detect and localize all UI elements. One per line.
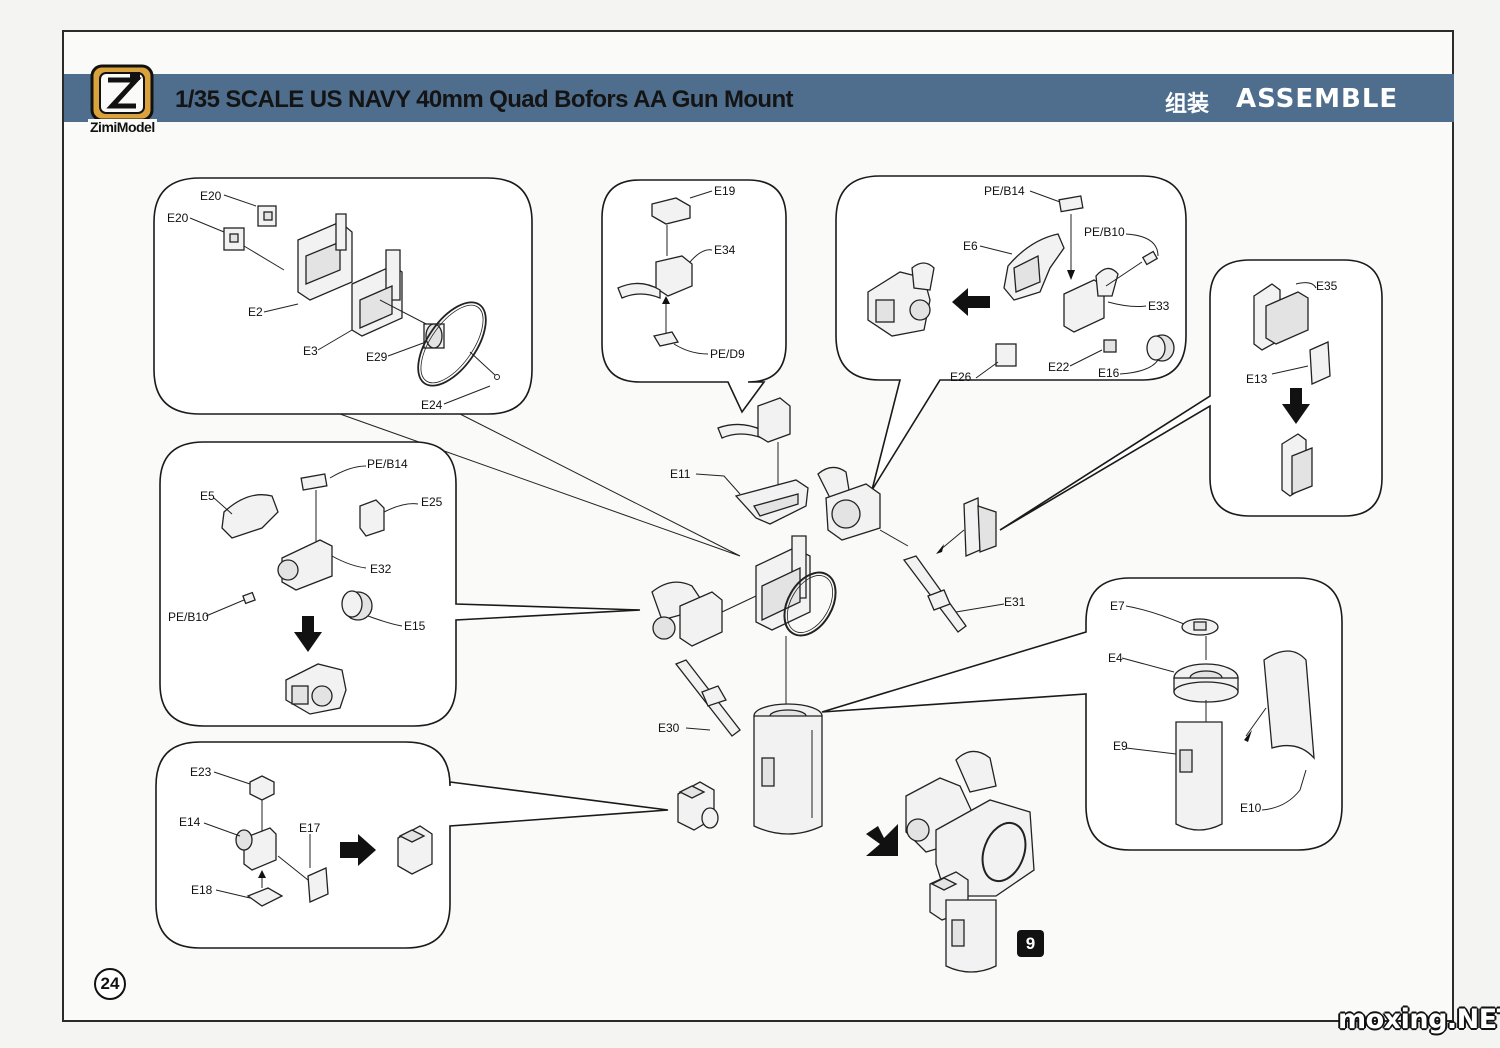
label-e34: E34	[714, 243, 736, 257]
watermark: moxing.NET	[1338, 1004, 1500, 1035]
label-e30: E30	[658, 721, 680, 735]
label-e5: E5	[200, 489, 215, 503]
label-e15: E15	[404, 619, 426, 633]
callout-bubble-bottom-left	[155, 741, 669, 949]
label-e10: E10	[1240, 801, 1262, 815]
page-number: 24	[94, 968, 126, 1000]
label-e32: E32	[370, 562, 392, 576]
label-pe-b14-top: PE/B14	[984, 184, 1025, 198]
callout-bubble-bottom-right	[821, 577, 1343, 851]
label-e4: E4	[1108, 651, 1123, 665]
label-e2: E2	[248, 305, 263, 319]
label-e7: E7	[1110, 599, 1125, 613]
label-e22: E22	[1048, 360, 1070, 374]
label-e14: E14	[179, 815, 201, 829]
label-e16: E16	[1098, 366, 1120, 380]
label-e20-b: E20	[167, 211, 189, 225]
label-e26: E26	[950, 370, 972, 384]
brand-name: ZimiModel	[88, 119, 157, 135]
label-e18: E18	[191, 883, 213, 897]
label-pe-b10-top: PE/B10	[1084, 225, 1125, 239]
section-title-zh: 组装	[1165, 92, 1210, 117]
callout-bubble-mid-left	[159, 441, 641, 727]
label-e24: E24	[421, 398, 443, 412]
label-e11: E11	[670, 467, 691, 481]
label-e9: E9	[1113, 739, 1128, 753]
label-e13: E13	[1246, 372, 1268, 386]
label-e3: E3	[303, 344, 318, 358]
label-e19: E19	[714, 184, 736, 198]
label-e23: E23	[190, 765, 212, 779]
label-e20-a: E20	[200, 189, 222, 203]
header-bar	[64, 74, 1454, 122]
label-e31: E31	[1004, 595, 1026, 609]
callout-bubble-top-center	[601, 179, 787, 414]
label-e25: E25	[421, 495, 443, 509]
label-e29: E29	[366, 350, 388, 364]
label-pe-b10-mid: PE/B10	[168, 610, 209, 624]
label-pe-d9: PE/D9	[710, 347, 745, 361]
label-e33: E33	[1148, 299, 1170, 313]
callout-bubble-top-right	[835, 175, 1187, 491]
label-e6: E6	[963, 239, 978, 253]
page-title: 1/35 SCALE US NAVY 40mm Quad Bofors AA G…	[175, 86, 794, 113]
label-e35: E35	[1316, 279, 1338, 293]
label-pe-b14-mid: PE/B14	[367, 457, 408, 471]
callout-bubble-top-left	[153, 177, 741, 557]
section-title-en: ASSEMBLE	[1236, 84, 1399, 114]
label-e17: E17	[299, 821, 321, 835]
callout-bubble-far-right	[999, 259, 1383, 531]
step-number-badge: 9	[1017, 930, 1044, 957]
main-exploded-assembly	[651, 397, 1035, 973]
